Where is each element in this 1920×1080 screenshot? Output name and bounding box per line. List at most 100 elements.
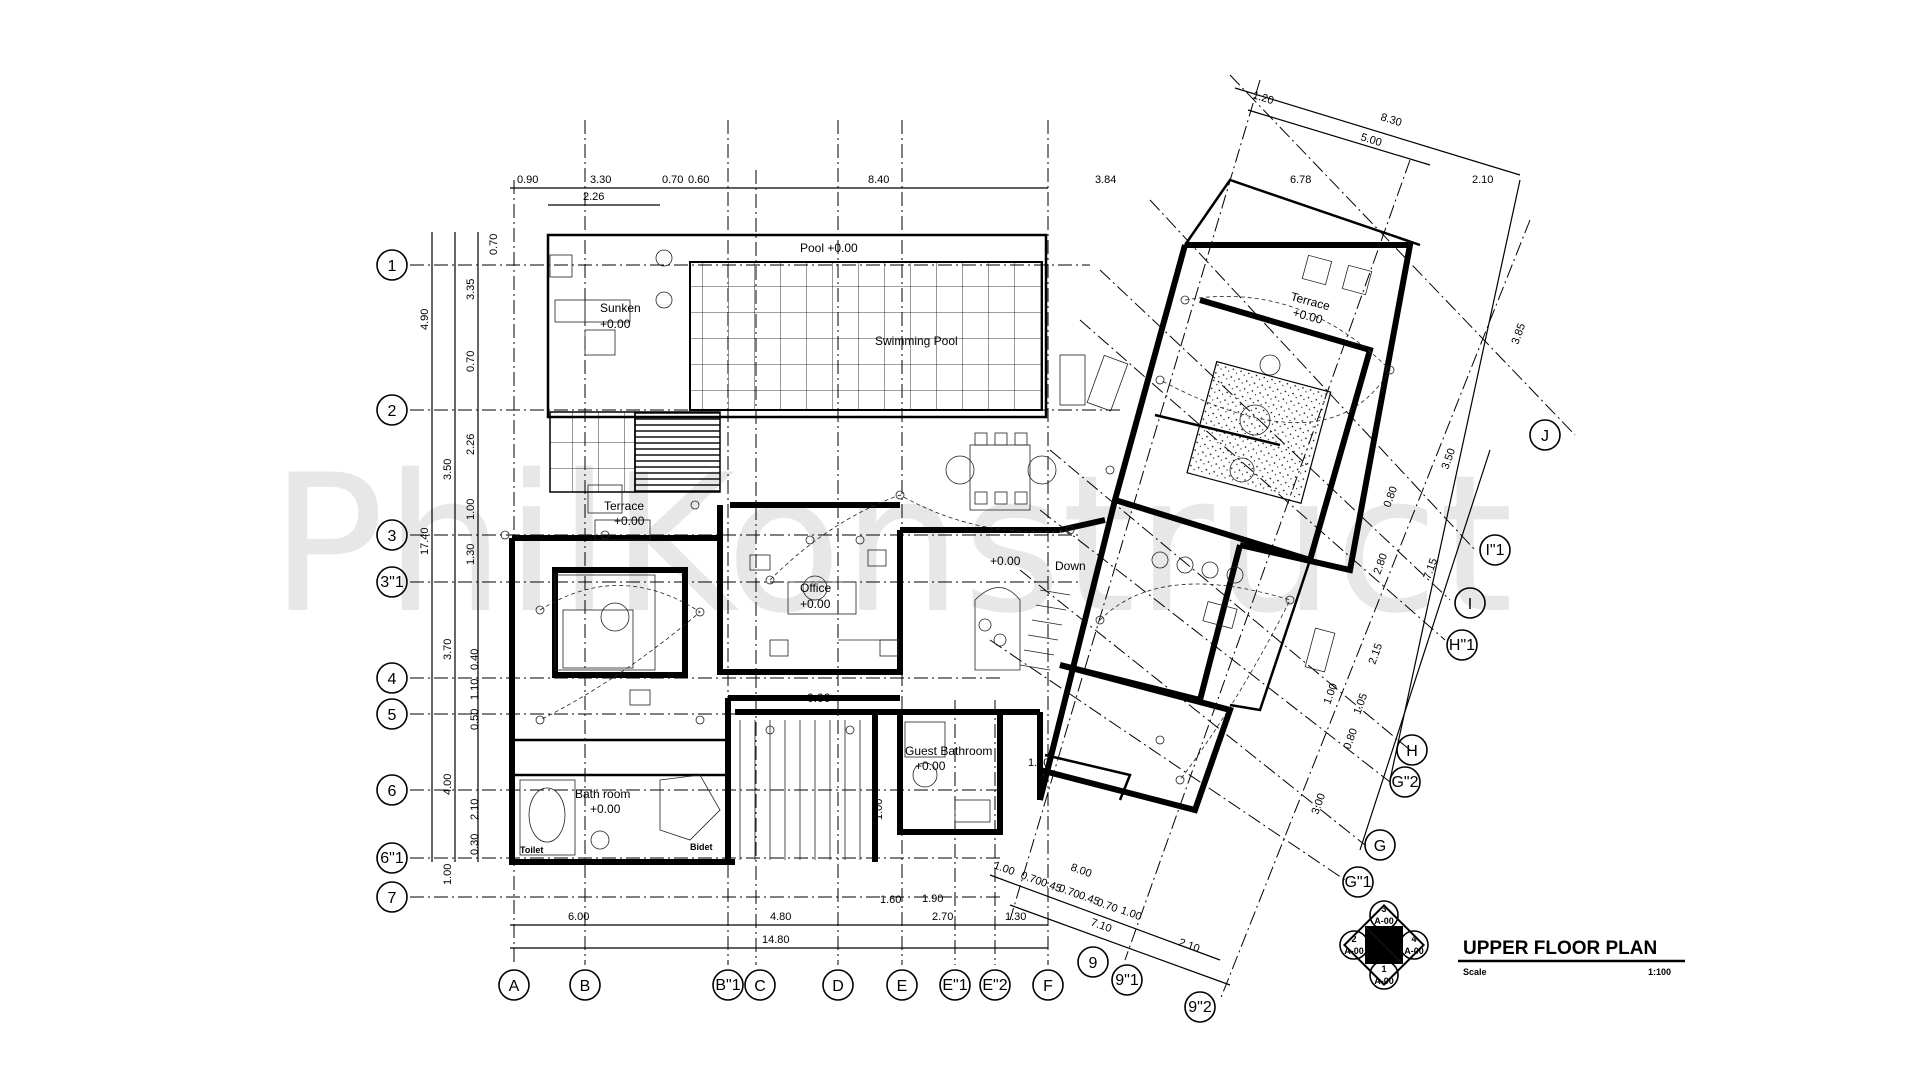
room-sunken-label: Sunken <box>600 301 641 315</box>
svg-text:9: 9 <box>1089 955 1098 972</box>
svg-text:E"2: E"2 <box>982 977 1007 994</box>
svg-text:0.30: 0.30 <box>469 834 481 855</box>
svg-text:H"1: H"1 <box>1449 637 1475 654</box>
svg-text:9"2: 9"2 <box>1188 999 1212 1016</box>
room-labels: Sunken +0.00 Pool +0.00 Swimming Pool Te… <box>520 241 1332 855</box>
svg-text:3.00: 3.00 <box>1310 792 1329 816</box>
grid-bubble-row-2: 2 <box>376 394 408 426</box>
grid-bubble-col-A: A <box>498 969 530 1001</box>
grid-bubble-9: 9 <box>1077 946 1109 978</box>
svg-text:2.26: 2.26 <box>465 434 477 455</box>
grid-bubble-row-6: 6 <box>376 774 408 806</box>
stair-treads <box>739 589 1071 860</box>
grid-bubble-9-2: 9"2 <box>1184 991 1216 1023</box>
grid-bubble-I: I <box>1454 587 1486 619</box>
svg-text:1.30: 1.30 <box>465 544 477 565</box>
svg-text:1: 1 <box>388 258 397 275</box>
grid-bubble-col-F: F <box>1032 969 1064 1001</box>
svg-text:7: 7 <box>388 890 397 907</box>
svg-text:5: 5 <box>388 707 397 724</box>
svg-text:1.05: 1.05 <box>1352 692 1371 716</box>
svg-text:A-00: A-00 <box>1374 916 1394 926</box>
light-fixtures <box>500 295 1395 785</box>
svg-text:1.90: 1.90 <box>922 893 943 905</box>
svg-text:6.00: 6.00 <box>568 911 589 923</box>
grid-bubble-col-B-1: B"1 <box>712 969 744 1001</box>
svg-text:0.60: 0.60 <box>688 174 709 186</box>
svg-text:2.10: 2.10 <box>1177 937 1201 956</box>
room-sunken-level: +0.00 <box>600 317 631 331</box>
grid-bubble-G: G <box>1364 829 1396 861</box>
svg-text:1.20: 1.20 <box>1028 757 1049 769</box>
grid-bubble-row-3: 3 <box>376 519 408 551</box>
scale-label: Scale <box>1463 967 1487 977</box>
svg-text:J: J <box>1541 428 1549 445</box>
room-bathroom-label: Bath room <box>575 787 630 801</box>
room-office-level: +0.00 <box>800 597 831 611</box>
svg-text:H: H <box>1406 743 1418 760</box>
svg-text:2: 2 <box>1351 934 1356 944</box>
grid-bubble-H: H <box>1396 734 1428 766</box>
svg-text:8.30: 8.30 <box>1379 111 1403 129</box>
svg-text:0.70: 0.70 <box>1095 897 1119 916</box>
scale-value: 1:100 <box>1648 967 1671 977</box>
svg-text:B: B <box>580 978 591 995</box>
room-office-label: Office <box>800 581 831 595</box>
drawing-title: UPPER FLOOR PLAN <box>1463 938 1657 959</box>
stair-down-label: Down <box>1055 559 1086 573</box>
grid-bubble-col-B: B <box>569 969 601 1001</box>
grid-bubbles-diag: J I"1 I H"1 H G"2 G G"1 9 9"1 9"2 <box>1077 419 1561 1023</box>
svg-text:1.60: 1.60 <box>880 894 901 906</box>
svg-text:3.84: 3.84 <box>1095 174 1116 186</box>
bidet-label: Bidet <box>690 842 713 852</box>
room-terrace-left-label: Terrace <box>604 499 644 513</box>
svg-text:G"2: G"2 <box>1391 774 1418 791</box>
svg-text:6: 6 <box>388 783 397 800</box>
grid-bubble-col-E: E <box>886 969 918 1001</box>
svg-text:3: 3 <box>1381 904 1386 914</box>
watermark-text: PhilKonstruct <box>270 434 1513 655</box>
svg-text:E: E <box>897 978 908 995</box>
grid-bubbles-rows: 1 2 3 3"1 4 5 6 6"1 7 <box>376 249 408 913</box>
svg-text:14.80: 14.80 <box>762 934 790 946</box>
svg-text:A-00: A-00 <box>1374 976 1394 986</box>
svg-text:A-00: A-00 <box>1404 946 1424 956</box>
svg-text:4.80: 4.80 <box>770 911 791 923</box>
svg-text:17.40: 17.40 <box>419 527 431 555</box>
grid-bubble-G-1: G"1 <box>1342 866 1374 898</box>
svg-text:3.50: 3.50 <box>442 459 454 480</box>
grid-bubble-row-1: 1 <box>376 249 408 281</box>
walls <box>509 178 1421 865</box>
svg-text:4: 4 <box>1411 934 1416 944</box>
svg-text:1.00: 1.00 <box>442 864 454 885</box>
svg-text:0.50: 0.50 <box>469 709 481 730</box>
svg-text:3.35: 3.35 <box>465 279 477 300</box>
svg-text:0.70: 0.70 <box>488 234 500 255</box>
svg-text:I: I <box>1468 596 1472 613</box>
room-bathroom-level: +0.00 <box>590 802 621 816</box>
pool-boundary <box>546 233 1048 419</box>
svg-text:5.00: 5.00 <box>1359 131 1383 149</box>
grid-bubble-row-6-1: 6"1 <box>376 842 408 874</box>
grid-bubble-col-C: C <box>744 969 776 1001</box>
grid-bubble-col-E-1: E"1 <box>939 969 971 1001</box>
grid-bubble-row-3-1: 3"1 <box>376 566 408 598</box>
svg-text:G: G <box>1374 838 1386 855</box>
svg-text:1: 1 <box>1381 964 1386 974</box>
svg-text:4.90: 4.90 <box>419 309 431 330</box>
grid-bubble-G-2: G"2 <box>1389 766 1421 798</box>
svg-text:1.10: 1.10 <box>469 679 481 700</box>
svg-text:0.90: 0.90 <box>517 174 538 186</box>
svg-text:1.00: 1.00 <box>1322 682 1341 706</box>
svg-text:2.26: 2.26 <box>583 191 604 203</box>
room-swimming-pool-label: Swimming Pool <box>875 334 958 348</box>
svg-text:3.30: 3.30 <box>590 174 611 186</box>
svg-text:E"1: E"1 <box>942 977 967 994</box>
hall-level: +0.00 <box>990 554 1021 568</box>
svg-text:C: C <box>754 978 766 995</box>
room-guest-bathroom-label: Guest Bathroom <box>905 744 992 758</box>
svg-text:0.40: 0.40 <box>469 649 481 670</box>
grid-bubble-row-5: 5 <box>376 698 408 730</box>
svg-text:3.85: 3.85 <box>1510 322 1529 346</box>
